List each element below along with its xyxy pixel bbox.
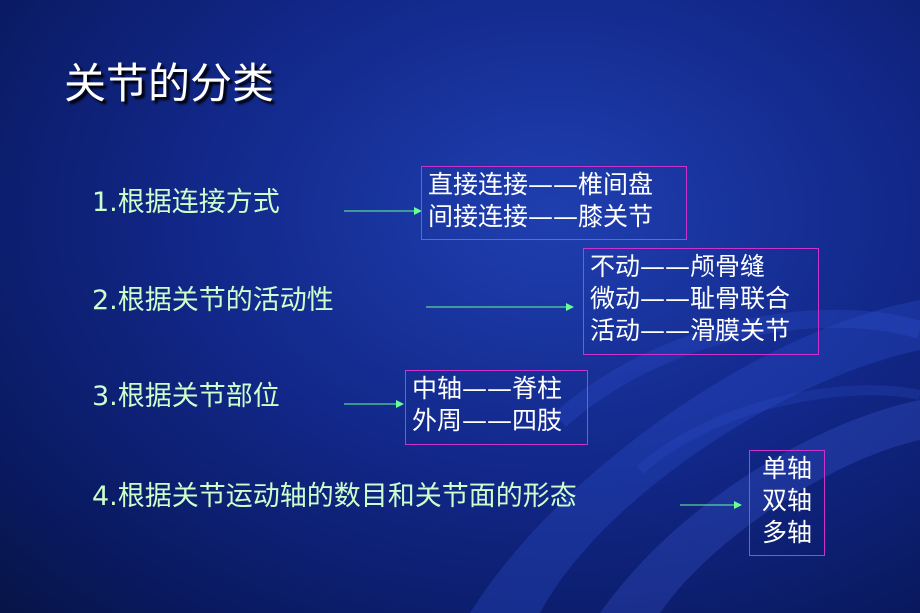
category-4-items-box: 单轴 双轴 多轴 <box>749 450 825 556</box>
category-1-item: 间接连接——膝关节 <box>428 202 654 231</box>
category-1-label: 1.根据连接方式 <box>92 187 280 218</box>
category-2-item: 不动——颅骨缝 <box>590 252 766 281</box>
category-4-label: 4.根据关节运动轴的数目和关节面的形态 <box>92 481 577 512</box>
category-3-item: 外周——四肢 <box>412 406 563 435</box>
category-4-item: 单轴 <box>761 454 812 483</box>
category-2-items-box: 不动——颅骨缝 微动——耻骨联合 活动——滑膜关节 <box>583 248 819 355</box>
slide-title: 关节的分类 <box>64 59 275 108</box>
category-4-item: 双轴 <box>761 486 812 515</box>
category-3-items-box: 中轴——脊柱 外周——四肢 <box>405 370 588 445</box>
arrow-2-icon <box>426 303 574 311</box>
category-2-item: 微动——耻骨联合 <box>590 284 791 313</box>
category-1-item: 直接连接——椎间盘 <box>428 170 654 199</box>
category-1-items-box: 直接连接——椎间盘 间接连接——膝关节 <box>421 166 687 240</box>
arrow-1-icon <box>344 207 422 215</box>
arrow-3-icon <box>344 400 404 408</box>
category-2-label: 2.根据关节的活动性 <box>92 285 334 316</box>
category-2-item: 活动——滑膜关节 <box>590 316 791 345</box>
category-3-label: 3.根据关节部位 <box>92 381 280 412</box>
arrow-4-icon <box>680 501 742 509</box>
category-3-item: 中轴——脊柱 <box>412 374 563 403</box>
category-4-item: 多轴 <box>761 518 812 547</box>
